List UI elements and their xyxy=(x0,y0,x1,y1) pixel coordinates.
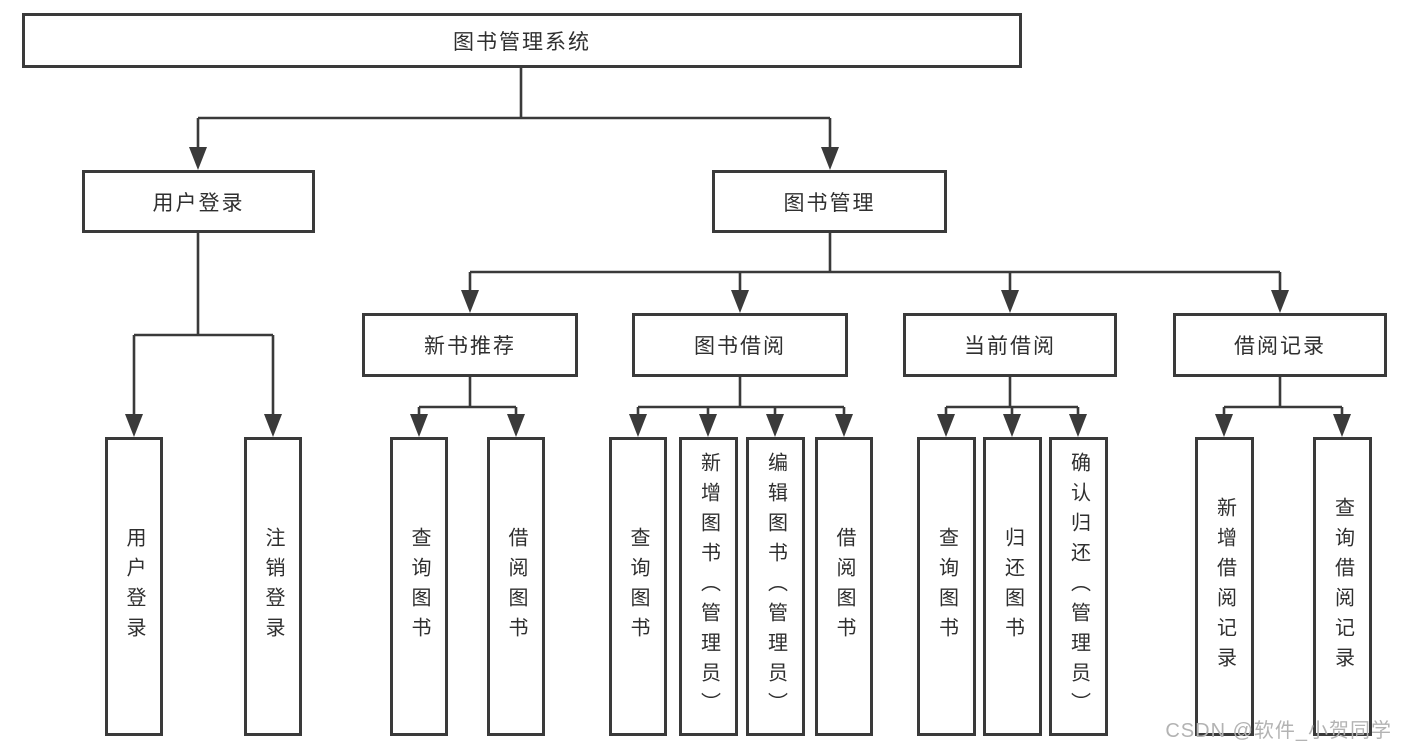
node-label: 归还图书 xyxy=(1001,526,1024,647)
node-label: 用户登录 xyxy=(152,191,245,215)
node-label: 编辑图书（管理员） xyxy=(764,451,787,722)
node-leaf-add-borrow-record: 新增借阅记录 xyxy=(1195,437,1254,736)
node-leaf-return-books: 归还图书 xyxy=(983,437,1042,736)
node-label: 查询图书 xyxy=(627,526,649,647)
node-leaf-query-books-recommendation: 查询图书 xyxy=(390,437,448,736)
node-library-management-system: 图书管理系统 xyxy=(22,13,1022,68)
node-leaf-confirm-return-admin: 确认归还（管理员） xyxy=(1049,437,1108,736)
node-label: 图书借阅 xyxy=(694,335,786,358)
node-borrowing-records: 借阅记录 xyxy=(1173,313,1387,377)
node-label: 查询图书 xyxy=(408,526,430,647)
node-label: 新增图书（管理员） xyxy=(697,451,720,722)
node-leaf-query-books-borrowing: 查询图书 xyxy=(609,437,667,736)
node-leaf-query-borrow-record: 查询借阅记录 xyxy=(1313,437,1372,736)
node-label: 借阅图书 xyxy=(833,526,855,647)
node-leaf-user-login: 用户登录 xyxy=(105,437,163,736)
node-leaf-edit-book-admin: 编辑图书（管理员） xyxy=(746,437,805,736)
node-label: 当前借阅 xyxy=(964,335,1056,358)
node-book-borrowing: 图书借阅 xyxy=(632,313,848,377)
node-label: 用户登录 xyxy=(123,526,145,647)
node-label: 新增借阅记录 xyxy=(1213,496,1236,677)
node-label: 确认归还（管理员） xyxy=(1067,451,1090,722)
node-leaf-query-books-current: 查询图书 xyxy=(917,437,976,736)
node-label: 借阅图书 xyxy=(505,526,527,647)
node-label: 查询借阅记录 xyxy=(1331,496,1354,677)
node-label: 图书管理系统 xyxy=(453,30,591,54)
node-user-login: 用户登录 xyxy=(82,170,315,233)
node-label: 查询图书 xyxy=(935,526,958,647)
node-leaf-add-book-admin: 新增图书（管理员） xyxy=(679,437,738,736)
node-label: 注销登录 xyxy=(262,526,284,647)
node-current-borrowing: 当前借阅 xyxy=(903,313,1117,377)
watermark: CSDN @软件_小贺同学 xyxy=(1165,720,1392,742)
node-leaf-borrow-books-borrowing: 借阅图书 xyxy=(815,437,873,736)
node-label: 图书管理 xyxy=(783,191,876,215)
node-new-book-recommendation: 新书推荐 xyxy=(362,313,578,377)
node-leaf-logout: 注销登录 xyxy=(244,437,302,736)
node-leaf-borrow-books-recommendation: 借阅图书 xyxy=(487,437,545,736)
node-label: 新书推荐 xyxy=(424,335,516,358)
node-book-management: 图书管理 xyxy=(712,170,947,233)
node-label: 借阅记录 xyxy=(1234,335,1326,358)
